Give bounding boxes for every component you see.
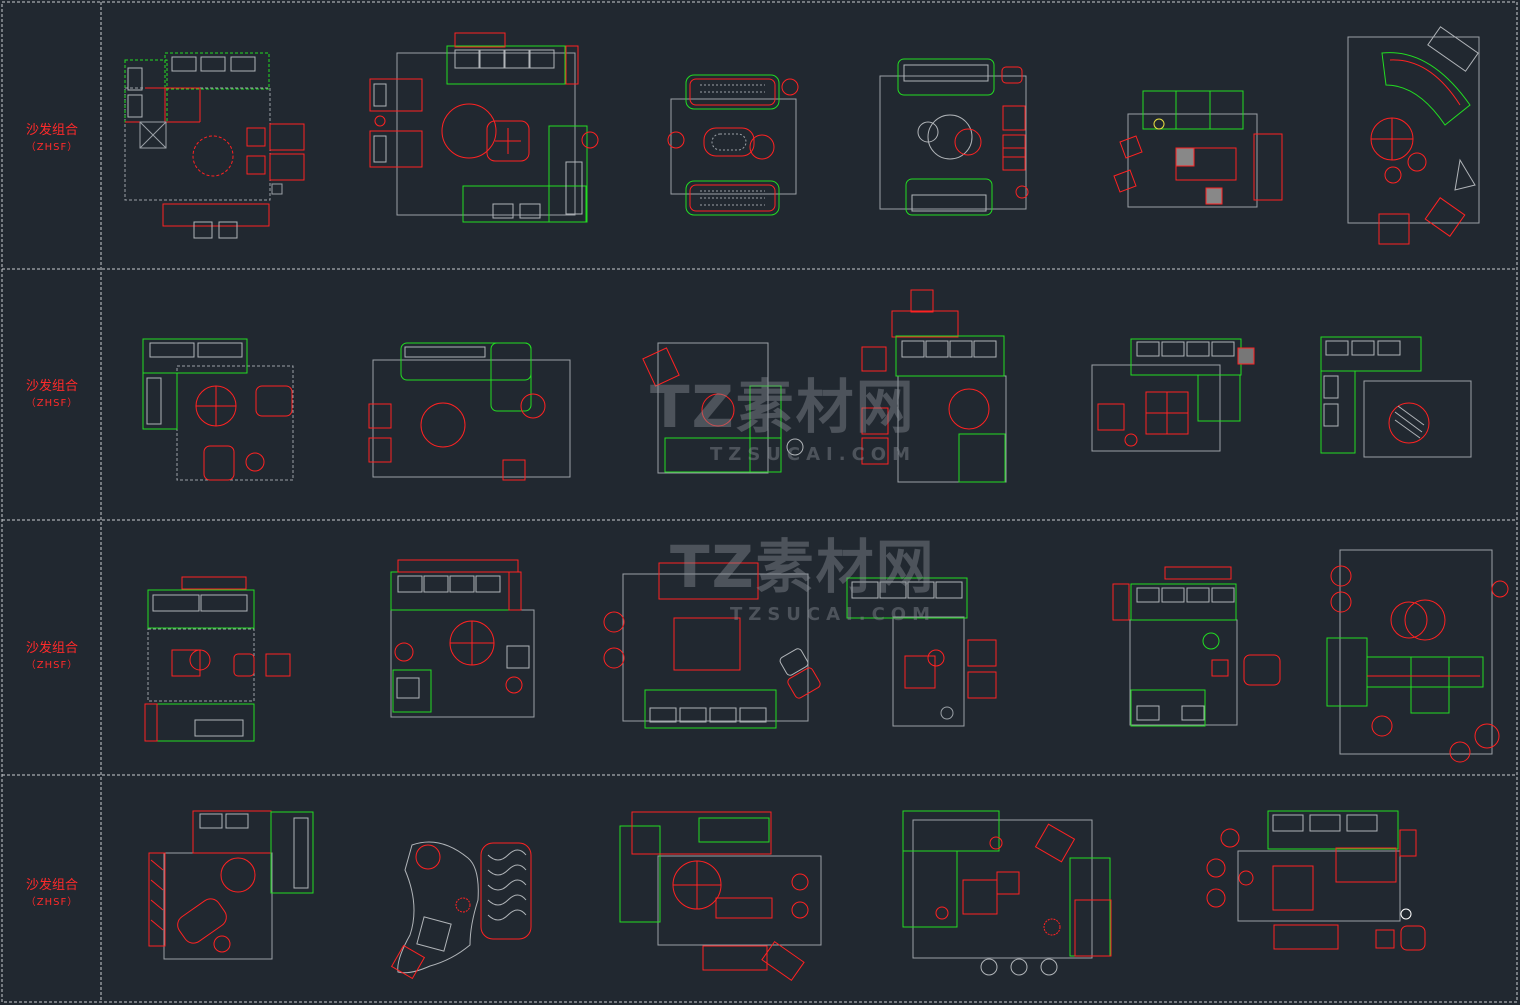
sofa-block-r4-c1[interactable] — [148, 810, 314, 960]
sofa-block-r2-c6[interactable] — [1320, 336, 1472, 458]
row-label-title: 沙发组合 — [25, 641, 78, 656]
sofa-block-r3-c6[interactable] — [1326, 549, 1509, 763]
sofa-block-r3-c4[interactable] — [846, 577, 997, 727]
sofa-block-r1-c3[interactable] — [667, 74, 799, 216]
row-label-4: 沙发组合 （ZHSF） — [6, 877, 98, 911]
sofa-block-r1-c2[interactable] — [369, 32, 599, 223]
sofa-block-r4-c5[interactable] — [1206, 810, 1426, 951]
row-label-title: 沙发组合 — [25, 878, 78, 893]
row-label-title: 沙发组合 — [25, 123, 78, 138]
sofa-block-r1-c5[interactable] — [1113, 90, 1283, 208]
sofa-block-r2-c5[interactable] — [1091, 338, 1255, 452]
sofa-block-r3-c5[interactable] — [1112, 566, 1281, 727]
sofa-block-r2-c4[interactable] — [861, 289, 1007, 483]
sofa-block-r1-c6[interactable] — [1347, 26, 1480, 245]
sofa-block-r3-c2[interactable] — [390, 559, 535, 718]
row-label-code: （ZHSF） — [25, 660, 79, 671]
sofa-block-r4-c4[interactable] — [902, 810, 1112, 976]
row-label-3: 沙发组合 （ZHSF） — [6, 640, 98, 674]
row-label-code: （ZHSF） — [25, 897, 79, 908]
row-label-2: 沙发组合 （ZHSF） — [6, 378, 98, 412]
row-label-code: （ZHSF） — [25, 142, 79, 153]
sofa-block-r4-c2[interactable] — [390, 841, 532, 980]
row-label-code: （ZHSF） — [25, 398, 79, 409]
sofa-block-r2-c2[interactable] — [368, 342, 571, 481]
sofa-block-r1-c1[interactable] — [124, 52, 305, 239]
sofa-block-r1-c4[interactable] — [879, 58, 1029, 216]
sofa-block-r3-c3[interactable] — [603, 562, 822, 729]
sofa-block-r4-c3[interactable] — [619, 811, 822, 982]
row-label-1: 沙发组合 （ZHSF） — [6, 122, 98, 156]
sofa-block-r2-c3[interactable] — [642, 342, 804, 474]
row-label-title: 沙发组合 — [25, 379, 78, 394]
sofa-block-r2-c1[interactable] — [142, 338, 294, 481]
sofa-block-r3-c1[interactable] — [144, 576, 291, 742]
